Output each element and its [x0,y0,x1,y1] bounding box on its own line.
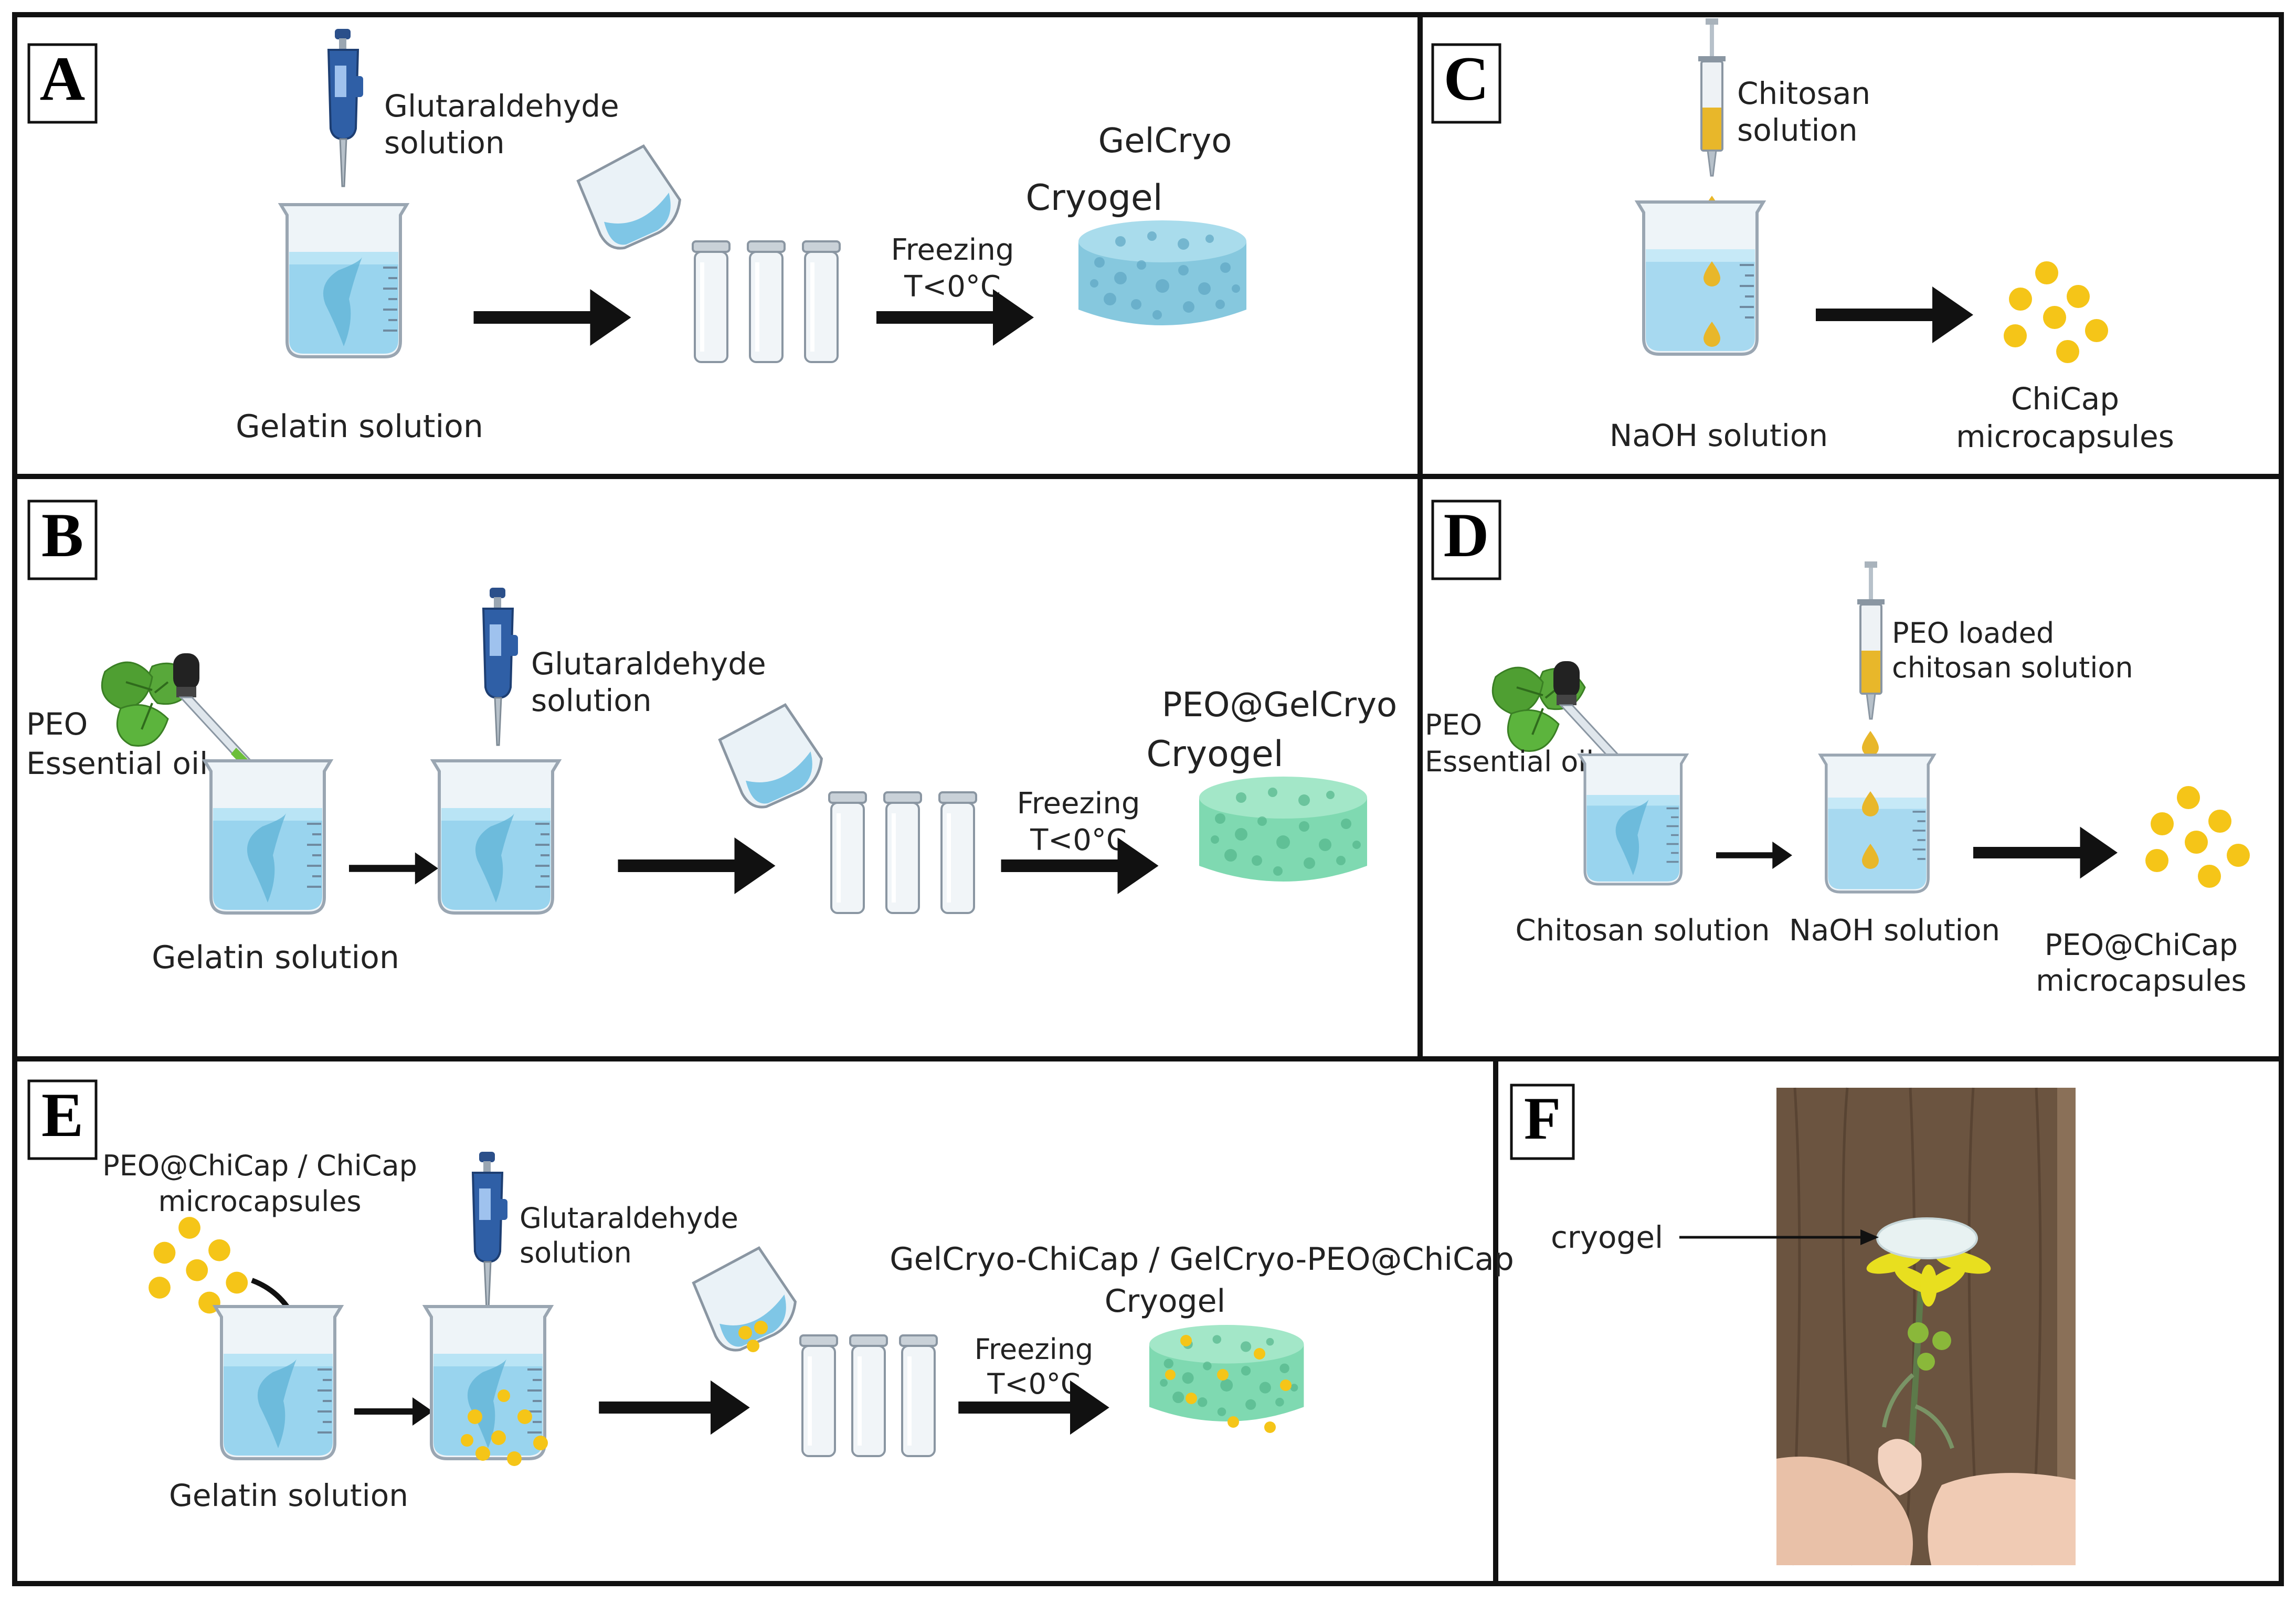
vial-icon [883,791,922,914]
pouring-cup-icon [690,1243,805,1357]
panel-A-product-name: GelCryo [1098,122,1232,161]
pipette-icon [482,587,519,746]
syringe-icon [1856,560,1886,720]
beaker-icon [433,761,559,913]
panel-D-solution2-label: NaOH solution [1789,914,2000,948]
syringe-icon [1697,17,1727,177]
panel-E-product-name: GelCryo-ChiCap / GelCryo-PEO@ChiCap [890,1241,1514,1278]
panel-E-product-type: Cryogel [1105,1283,1225,1320]
beaker-icon [1637,202,1763,354]
vial-icon [899,1334,938,1457]
capsules-in-beaker [461,1389,548,1466]
arrow-icon [1716,841,1792,869]
vial-icon [747,240,786,363]
panel-F: F [1510,1084,2076,1566]
panel-F-cryogel-label: cryogel [1551,1219,1663,1255]
arrow-icon [473,289,631,346]
beaker-icon [1580,755,1687,885]
panel-B-product-type: Cryogel [1146,734,1283,775]
microcapsule-icon [2145,786,2250,888]
panel-C-solution-label: NaOH solution [1610,418,1828,453]
pouring-cup-icon [716,699,831,814]
beaker-icon [425,1307,551,1459]
panel-letter-C: C [1444,44,1489,113]
microcapsule-icon [149,1217,248,1314]
beaker-icon [281,205,407,357]
panel-letter-A: A [40,44,86,113]
beaker-icon [1821,755,1934,892]
arrow-icon [1816,286,1973,343]
capsules-in-cryogel [1165,1335,1292,1433]
arrow-icon [618,837,776,894]
panel-E-solution-label: Gelatin solution [169,1478,408,1513]
panel-A-product-type: Cryogel [1025,177,1162,219]
vial-icon [938,791,977,914]
beaker-icon [215,1307,341,1459]
panel-A-solution-label: Gelatin solution [236,408,483,445]
arrow-icon [354,1397,433,1426]
panel-letter-E: E [41,1080,83,1150]
cryogel-icon [1199,777,1367,882]
pipette-icon [472,1151,509,1310]
vial-icon [828,791,867,914]
panel-borders [12,12,2284,1586]
photo-flower [1776,1087,2076,1566]
vial-icon [692,240,731,363]
arrow-icon [599,1380,750,1435]
vial-icon [802,240,841,363]
cryogel-sample [1876,1217,1978,1259]
pipette-icon [327,28,364,187]
cryogel-icon [1078,220,1246,325]
pouring-cup-icon [575,141,689,255]
panel-letter-D: D [1444,500,1489,570]
drop-icon [1862,731,1879,756]
vial-icon [849,1334,888,1457]
panel-D-solution1-label: Chitosan solution [1516,914,1770,948]
panel-B-solution-label: Gelatin solution [152,939,399,976]
panel-B-product-name: PEO@GelCryo [1162,686,1397,725]
arrow-icon [349,852,438,885]
panel-F-frame [1493,1056,2284,1586]
panel-letter-B: B [41,500,83,570]
vial-icon [799,1334,838,1457]
microcapsule-icon [2004,261,2108,363]
panel-letter-F: F [1524,1085,1561,1152]
beaker-icon [205,761,331,913]
arrow-icon [1973,826,2118,879]
